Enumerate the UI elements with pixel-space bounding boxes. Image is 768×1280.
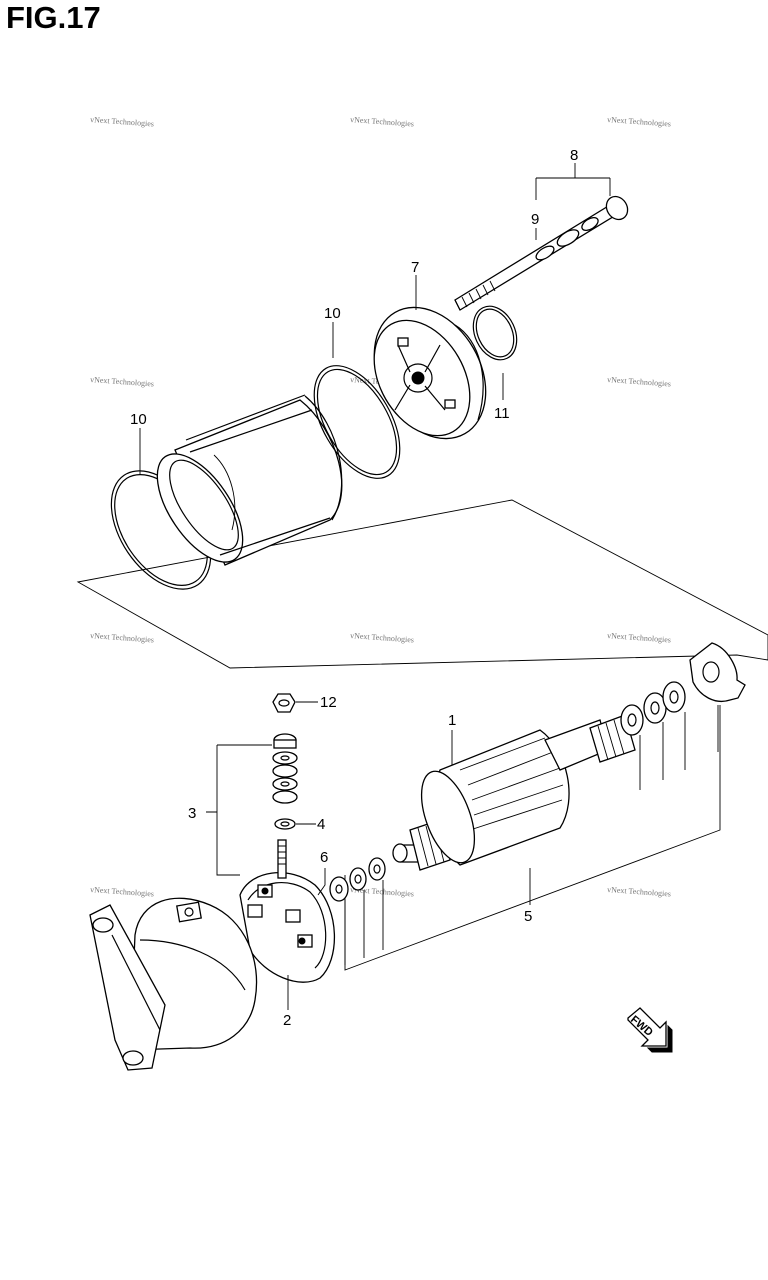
leader-bracket-terminal (206, 744, 272, 876)
forward-direction-arrow (627, 1007, 673, 1053)
callout-1: 1 (448, 712, 456, 729)
front-housing (89, 897, 258, 1071)
callout-10-middle: 10 (324, 305, 341, 322)
leader-brush (317, 868, 326, 896)
terminal-kit (272, 733, 298, 804)
watermark-label: vNext Technologies (350, 115, 414, 128)
o-ring-small (472, 305, 518, 361)
callout-4: 4 (317, 816, 325, 833)
armature-shims-left (329, 857, 386, 965)
callout-10-left: 10 (130, 411, 147, 428)
washer-small (274, 818, 296, 830)
callout-9: 9 (531, 211, 539, 228)
nut (272, 693, 296, 713)
armature-shims-right (620, 642, 746, 790)
callout-5: 5 (524, 908, 532, 925)
watermark-label: vNext Technologies (350, 885, 414, 898)
watermark-label: vNext Technologies (607, 375, 671, 388)
callout-3: 3 (188, 805, 196, 822)
brush-holder (239, 839, 336, 983)
armature (392, 714, 636, 871)
watermark-label: vNext Technologies (607, 115, 671, 128)
assembly-boundary-upper (76, 499, 768, 669)
watermark-label: vNext Technologies (90, 885, 154, 898)
callout-11: 11 (494, 405, 510, 422)
watermark-label: vNext Technologies (90, 375, 154, 388)
yoke-housing (156, 394, 343, 566)
callout-8: 8 (570, 147, 578, 164)
watermark-label: vNext Technologies (350, 631, 414, 644)
figure-title: FIG.17 (6, 0, 101, 35)
callout-12: 12 (320, 694, 337, 711)
watermark-label: vNext Technologies (607, 885, 671, 898)
watermark-label: vNext Technologies (607, 631, 671, 644)
callout-2: 2 (283, 1012, 291, 1029)
leader-lines-upper (139, 163, 611, 475)
watermark-label: vNext Technologies (90, 115, 154, 128)
o-ring-middle (313, 365, 401, 479)
callout-7: 7 (411, 259, 419, 276)
watermark-label: vNext Technologies (90, 631, 154, 644)
through-bolt (454, 195, 629, 311)
end-cover (373, 306, 487, 440)
callout-6: 6 (320, 849, 328, 866)
